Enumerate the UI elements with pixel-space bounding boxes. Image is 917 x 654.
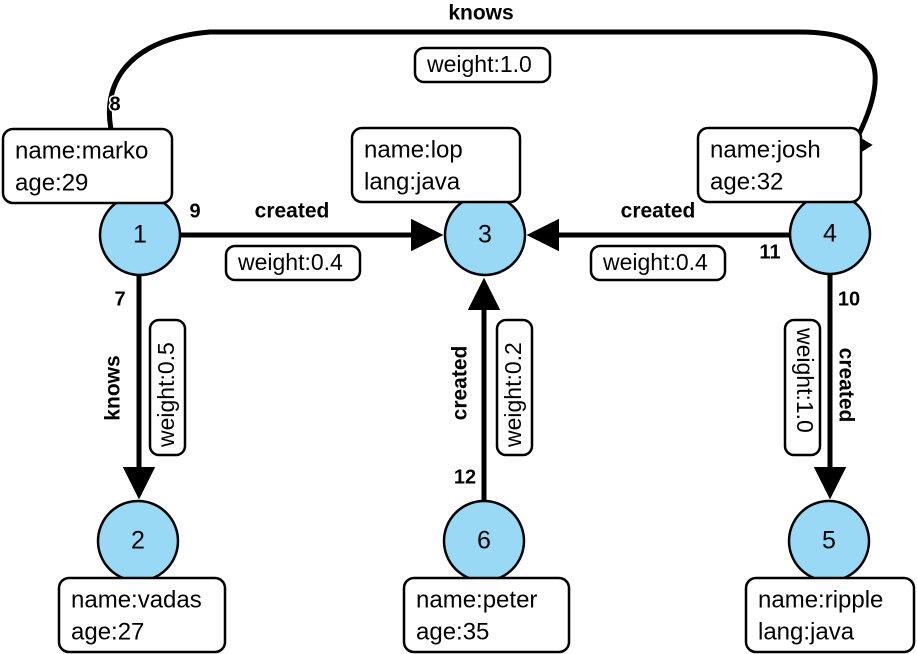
vertex-3-box-rect (350, 126, 522, 204)
edge-9-id: 9 (189, 200, 200, 222)
edge-7-knows[interactable]: 7 knows weight:0.5 (100, 275, 187, 500)
edge-8-label: knows (448, 2, 513, 25)
edge-8-weight-box (413, 46, 552, 84)
vertex-4-prop-0: name:josh (710, 136, 821, 163)
vertex-5-box-rect (744, 576, 916, 654)
edge-11-weight-text: weight:0.4 (602, 249, 708, 275)
edge-12-id: 12 (454, 466, 476, 488)
edge-8-knows[interactable]: knows 8 weight:1.0 (107, 0, 878, 182)
vertex-4-id: 4 (823, 220, 837, 248)
edge-7-weight-box (148, 318, 187, 457)
edge-11-weight-box (589, 244, 727, 282)
edge-9-weight-text: weight:0.4 (237, 249, 343, 275)
edge-12-weight-text: weight:0.2 (500, 342, 526, 448)
edge-7-label: knows (102, 355, 125, 420)
edge-9-label: created (255, 200, 330, 223)
vertex-4[interactable]: 4 (788, 192, 872, 276)
vertex-6-property-box: name:peter age:35 (402, 576, 571, 654)
edge-9-weight-box (224, 244, 362, 282)
edge-9-created[interactable]: created 9 weight:0.4 (180, 198, 444, 282)
vertex-1-prop-1: age:29 (15, 169, 88, 196)
vertex-1-box-rect (1, 127, 174, 205)
edge-8-id: 8 (109, 93, 120, 115)
edge-7-weight-text: weight:0.5 (153, 342, 179, 448)
vertex-3-prop-1: lang:java (364, 168, 461, 195)
vertex-5[interactable]: 5 (787, 499, 871, 583)
vertex-6-prop-0: name:peter (416, 586, 537, 613)
vertex-6-box-rect (402, 576, 571, 654)
edge-12-created[interactable]: 12 created weight:0.2 (447, 277, 534, 501)
edge-10-created[interactable]: 10 created weight:1.0 (783, 274, 862, 500)
edge-8-weight-text: weight:1.0 (426, 51, 532, 77)
vertex-2[interactable]: 2 (96, 499, 180, 583)
edge-10-label: created (834, 348, 857, 423)
edge-10-weight-box (783, 318, 822, 457)
vertex-3-property-box: name:lop lang:java (350, 126, 522, 204)
edge-11-created[interactable]: created 11 weight:0.4 (526, 198, 790, 282)
vertex-5-prop-1: lang:java (758, 618, 855, 645)
vertex-5-property-box: name:ripple lang:java (744, 576, 916, 654)
vertex-1-id: 1 (133, 221, 147, 249)
vertex-2-prop-0: name:vadas (71, 586, 202, 613)
vertex-2-property-box: name:vadas age:27 (57, 576, 227, 654)
edge-11-label: created (621, 200, 696, 223)
edge-12-weight-box (495, 318, 534, 457)
edge-12-label: created (449, 346, 472, 421)
vertex-6[interactable]: 6 (442, 499, 526, 583)
edge-7-id: 7 (114, 288, 125, 310)
vertex-6-prop-1: age:35 (416, 618, 489, 645)
vertex-5-id: 5 (822, 527, 836, 555)
vertex-6-id: 6 (477, 527, 491, 555)
vertex-5-prop-0: name:ripple (758, 586, 883, 613)
vertex-4-property-box: name:josh age:32 (696, 126, 863, 204)
vertex-1[interactable]: 1 (98, 193, 182, 277)
vertex-2-box-rect (57, 576, 227, 654)
vertex-3[interactable]: 3 (443, 193, 527, 277)
edge-10-weight-text: weight:1.0 (792, 327, 818, 433)
edge-11-id: 11 (759, 241, 780, 263)
vertex-1-prop-0: name:marko (15, 137, 148, 164)
edge-8-path (107, 29, 878, 182)
vertex-4-box-rect (696, 126, 863, 204)
edge-10-id: 10 (838, 288, 860, 310)
vertex-2-id: 2 (131, 527, 145, 555)
vertex-3-prop-0: name:lop (364, 136, 463, 163)
vertex-4-prop-1: age:32 (710, 168, 783, 195)
vertex-1-property-box: name:marko age:29 (1, 127, 174, 205)
vertex-3-id: 3 (478, 221, 492, 249)
vertex-2-prop-1: age:27 (71, 618, 144, 645)
